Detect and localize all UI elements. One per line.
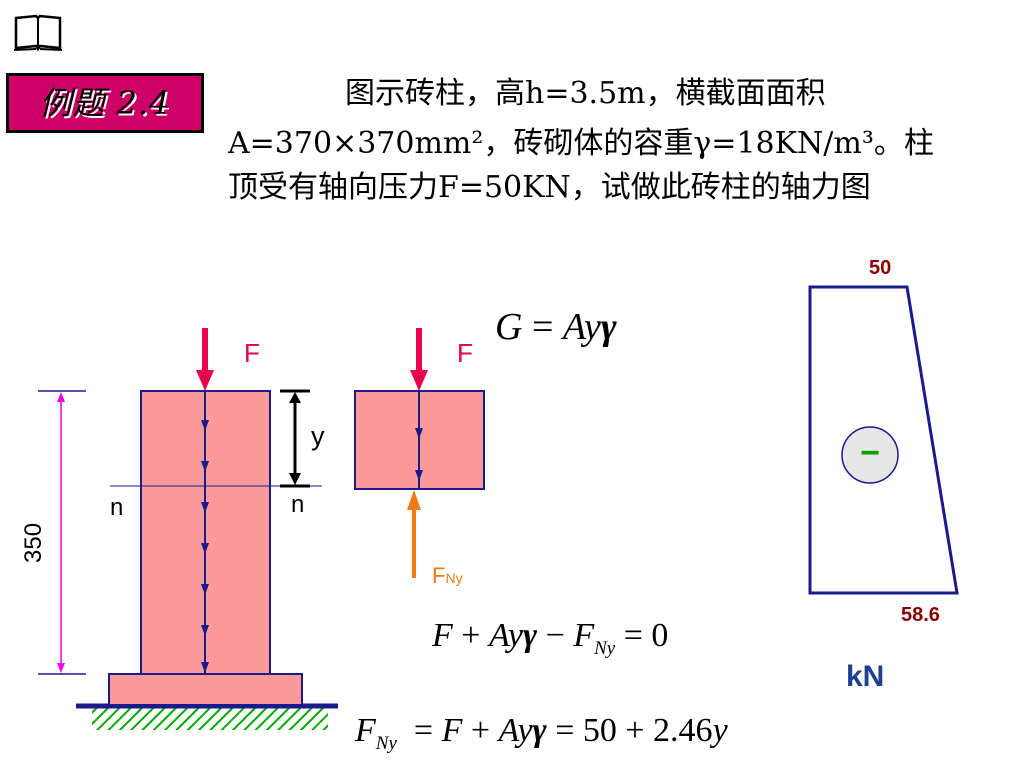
fny-label: FNy — [432, 563, 463, 589]
force-label-segment: F — [457, 338, 473, 368]
res-eq1: = — [396, 712, 442, 749]
force-label-column: F — [244, 338, 260, 368]
unit-label: kN — [846, 660, 885, 693]
fny-label-sub: Ny — [445, 570, 463, 586]
res-gamma: γ — [532, 712, 547, 749]
res-FN-sub: Ny — [375, 732, 397, 754]
y-label: y — [311, 421, 325, 451]
res-F: F — [441, 712, 463, 749]
eq-FN: F — [573, 617, 595, 654]
free-body-axis — [415, 391, 423, 489]
equilibrium-formula: F + Ayγ − FNy = 0 — [432, 617, 668, 660]
res-A: A — [498, 712, 518, 749]
gravity-formula-y: y — [584, 306, 601, 348]
res-FN: F — [355, 712, 376, 749]
problem-line-2: A=370×370mm²，砖砌体的容重γ=18KN/m³。柱 — [228, 126, 934, 161]
axial-bottom-value: 58.6 — [901, 604, 940, 626]
result-formula: FNy = F + Ayγ = 50 + 2.46y — [355, 712, 728, 755]
book-icon — [13, 14, 63, 52]
gravity-formula: G = Ayγ — [495, 305, 617, 349]
fny-arrow — [407, 490, 421, 578]
section-label-right: n — [291, 491, 305, 518]
eq-F: F — [432, 617, 453, 654]
column-footing — [108, 673, 303, 706]
example-badge: 例题 2.4 — [6, 73, 204, 133]
height-label: 350 — [20, 522, 47, 563]
problem-line-1: 图示砖柱，高h=3.5m，横截面面积 — [345, 76, 826, 111]
gravity-formula-eq: = — [522, 306, 563, 348]
ground-hatch — [92, 708, 328, 730]
problem-line-3: 顶受有轴向压力F=50KN，试做此砖柱的轴力图 — [228, 170, 871, 205]
section-label-left: n — [110, 494, 124, 521]
eq-FN-sub: Ny — [594, 637, 616, 659]
eq-rest: = 0 — [615, 617, 669, 654]
gravity-formula-gamma: γ — [600, 306, 617, 348]
eq-plus: + — [452, 617, 489, 654]
example-badge-label: 例题 2.4 — [39, 84, 171, 122]
eq-y: y — [507, 617, 523, 654]
sign-circle — [841, 426, 899, 484]
eq-A: A — [488, 617, 508, 654]
eq-gamma: γ — [522, 617, 538, 654]
eq-minus: − — [537, 617, 574, 654]
res-eq2: = 50 + 2.46 — [546, 712, 713, 749]
y-dimension — [280, 389, 310, 488]
gravity-formula-G: G — [495, 306, 523, 348]
height-dimension — [38, 390, 86, 675]
res-plus: + — [462, 712, 499, 749]
force-arrow-segment — [410, 328, 428, 391]
column-axis — [201, 391, 209, 674]
force-arrow-column — [196, 328, 214, 391]
axial-top-value: 50 — [869, 257, 892, 279]
res-yy: y — [712, 712, 728, 749]
gravity-formula-A: A — [562, 306, 585, 348]
fny-label-main: F — [432, 563, 446, 588]
negative-sign: − — [860, 434, 880, 472]
res-y: y — [517, 712, 533, 749]
